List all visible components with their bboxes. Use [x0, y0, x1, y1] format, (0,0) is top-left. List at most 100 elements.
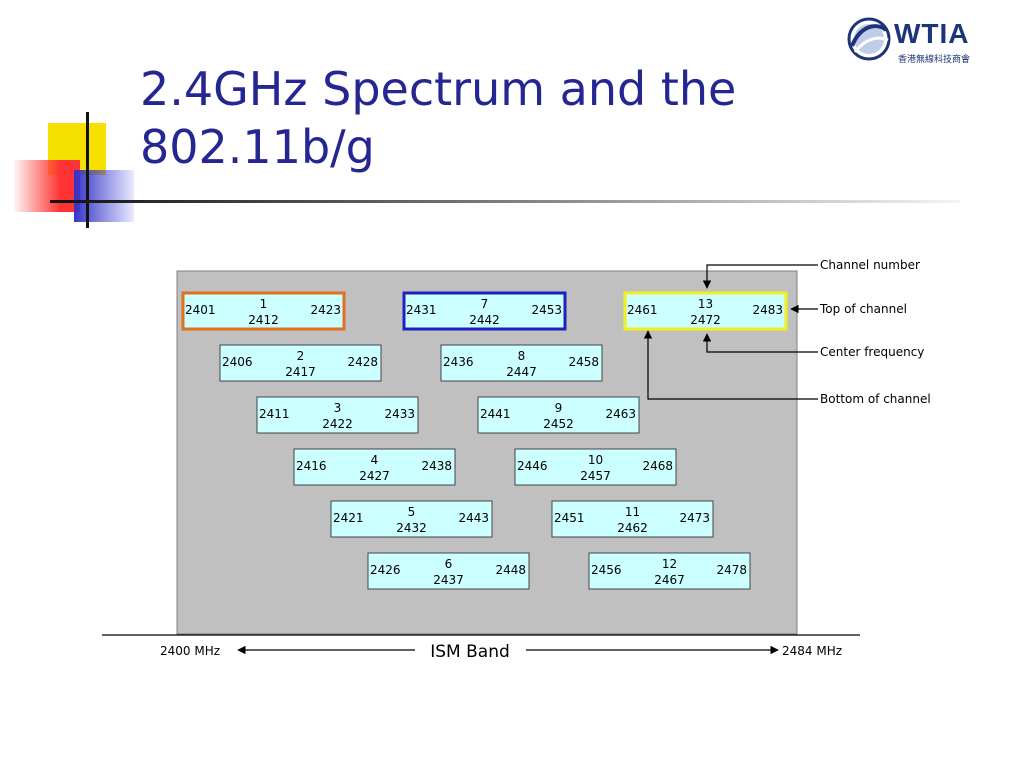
channel-number: 1 [260, 297, 268, 311]
channel-top-freq: 2463 [605, 407, 636, 421]
channel-center-freq: 2462 [617, 521, 648, 535]
channel-bottom-freq: 2411 [259, 407, 290, 421]
slide-title-line2: 802.11b/g [140, 120, 375, 174]
channel-center-freq: 2412 [248, 313, 279, 327]
ism-band-axis: 2400 MHz ISM Band 2484 MHz [102, 634, 860, 662]
legend-center-frequency: Center frequency [820, 345, 924, 359]
channel-rect [440, 344, 603, 382]
channel-top-freq: 2468 [642, 459, 673, 473]
channel-number: 2 [297, 349, 305, 363]
channel-box-6: 2426 6 2437 2448 [367, 552, 530, 590]
slide-title: 2.4GHz Spectrum and the 802.11b/g [140, 60, 840, 176]
channel-bottom-freq: 2421 [333, 511, 364, 525]
channel-box-10: 2446 10 2457 2468 [514, 448, 677, 486]
decor-blue-block [74, 170, 134, 222]
channel-number: 8 [518, 349, 526, 363]
decor-vertical-line [86, 112, 89, 228]
logo-subtitle: 香港無線科技商會 [898, 55, 971, 65]
title-underline [50, 200, 960, 203]
channel-center-freq: 2452 [543, 417, 574, 431]
channel-bottom-freq: 2401 [185, 303, 216, 317]
decor-red-block [14, 160, 80, 212]
channel-top-freq: 2478 [716, 563, 747, 577]
channel-box-3: 2411 3 2422 2433 [256, 396, 419, 434]
channel-bottom-freq: 2446 [517, 459, 548, 473]
channel-rect [293, 448, 456, 486]
channel-bottom-freq: 2426 [370, 563, 401, 577]
channel-rect [477, 396, 640, 434]
channel-center-freq: 2447 [506, 365, 537, 379]
channel-box-12: 2456 12 2467 2478 [588, 552, 751, 590]
channel-number: 7 [481, 297, 489, 311]
channel-rect [219, 344, 382, 382]
channel-top-freq: 2453 [531, 303, 562, 317]
channel-rect [181, 291, 346, 331]
axis-right-label: 2484 MHz [782, 644, 842, 658]
center-frequency-callout [702, 333, 818, 353]
channel-bottom-freq: 2441 [480, 407, 511, 421]
channel-box-5: 2421 5 2432 2443 [330, 500, 493, 538]
channel-bottom-freq: 2456 [591, 563, 622, 577]
channel-number-callout [702, 264, 818, 289]
axis-center-label: ISM Band [430, 642, 510, 662]
channel-box-8: 2436 8 2447 2458 [440, 344, 603, 382]
axis-left-label: 2400 MHz [160, 644, 220, 658]
channel-number: 6 [445, 557, 453, 571]
channel-top-freq: 2423 [310, 303, 341, 317]
channel-rect [330, 500, 493, 538]
channel-box-13: 2461 13 2472 2483 [623, 291, 788, 331]
swoosh-globe-icon [847, 17, 891, 61]
channel-rect [256, 396, 419, 434]
channel-number: 12 [662, 557, 677, 571]
channel-number: 13 [698, 297, 713, 311]
channel-center-freq: 2442 [469, 313, 500, 327]
channel-rect [588, 552, 751, 590]
bottom-of-channel-callout [643, 330, 818, 400]
legend-bottom-of-channel: Bottom of channel [820, 392, 931, 406]
wtia-logo: WTIA 香港無線科技商會 [846, 14, 1002, 66]
channel-top-freq: 2438 [421, 459, 452, 473]
channel-top-freq: 2483 [752, 303, 783, 317]
channel-bottom-freq: 2451 [554, 511, 585, 525]
channel-box-4: 2416 4 2427 2438 [293, 448, 456, 486]
channel-rect [623, 291, 788, 331]
channel-bottom-freq: 2461 [627, 303, 658, 317]
channel-rect [551, 500, 714, 538]
channel-number: 10 [588, 453, 603, 467]
channel-rect [367, 552, 530, 590]
channel-number: 11 [625, 505, 640, 519]
channel-box-1: 2401 1 2412 2423 [181, 291, 346, 331]
channel-top-freq: 2428 [347, 355, 378, 369]
channel-rect [514, 448, 677, 486]
logo-name: WTIA [894, 18, 970, 49]
channel-center-freq: 2437 [433, 573, 464, 587]
channel-rect [402, 291, 567, 331]
channel-center-freq: 2457 [580, 469, 611, 483]
channel-center-freq: 2467 [654, 573, 685, 587]
channel-top-freq: 2458 [568, 355, 599, 369]
channel-bottom-freq: 2431 [406, 303, 437, 317]
channel-number: 9 [555, 401, 563, 415]
channel-number: 4 [371, 453, 379, 467]
channel-bottom-freq: 2416 [296, 459, 327, 473]
channel-number: 3 [334, 401, 342, 415]
channel-center-freq: 2432 [396, 521, 427, 535]
channel-number: 5 [408, 505, 416, 519]
channel-box-7: 2431 7 2442 2453 [402, 291, 567, 331]
channel-bottom-freq: 2436 [443, 355, 474, 369]
channel-bottom-freq: 2406 [222, 355, 253, 369]
channel-top-freq: 2433 [384, 407, 415, 421]
slide-title-line1: 2.4GHz Spectrum and the [140, 62, 737, 116]
channel-top-freq: 2443 [458, 511, 489, 525]
channel-center-freq: 2427 [359, 469, 390, 483]
legend-callouts: Channel number Top of channel Center fre… [643, 258, 931, 406]
channel-box-9: 2441 9 2452 2463 [477, 396, 640, 434]
channel-center-freq: 2472 [690, 313, 721, 327]
legend-channel-number: Channel number [820, 258, 920, 272]
channel-top-freq: 2448 [495, 563, 526, 577]
channel-center-freq: 2422 [322, 417, 353, 431]
